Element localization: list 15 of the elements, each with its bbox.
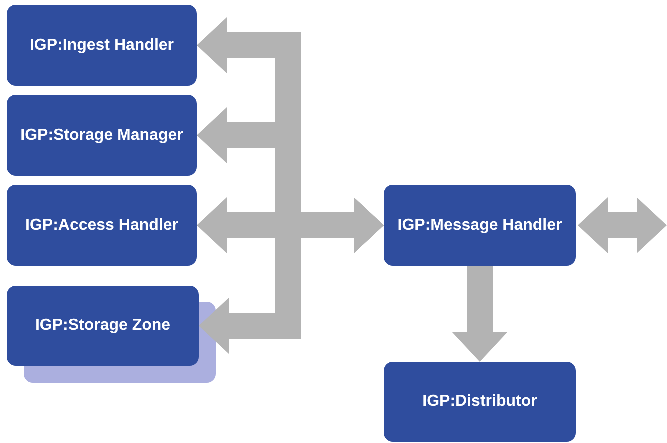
box-label: IGP:Access Handler [26,216,178,234]
process-box [7,95,197,176]
box-label: IGP:Distributor [422,393,538,411]
process-box [384,185,576,266]
box-label: IGP:Message Handler [398,216,562,234]
box-label: IGP:Ingest Handler [30,36,174,54]
process-box [7,185,197,266]
process-box [384,362,576,442]
arrow [199,198,384,354]
process-box [7,5,197,86]
process-box [7,286,199,366]
box-label: IGP:Storage Zone [35,317,171,335]
arrow [452,266,508,362]
box-label: IGP:Storage Manager [20,126,184,144]
arrow [578,198,667,254]
